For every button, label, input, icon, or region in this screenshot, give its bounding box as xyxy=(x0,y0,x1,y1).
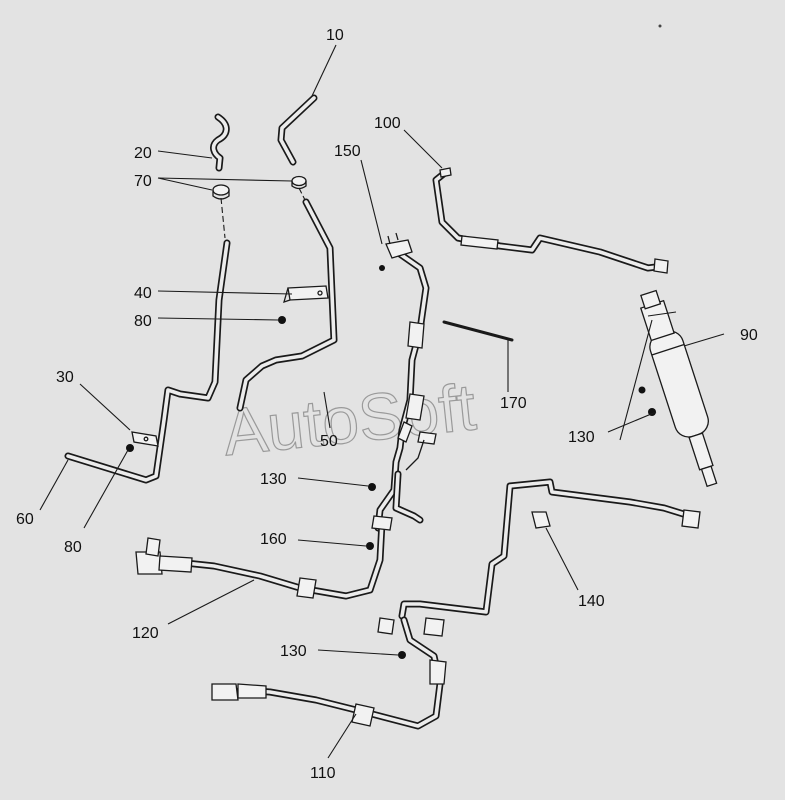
bolt-160 xyxy=(366,542,374,550)
fitting-110 xyxy=(211,683,239,701)
bracket-110 xyxy=(423,617,445,637)
sleeve-110 xyxy=(351,703,375,727)
centerline-left xyxy=(220,197,226,239)
hose-110 xyxy=(236,616,444,730)
callout-80-upper: 80 xyxy=(134,313,152,330)
sleeve-main-bottom xyxy=(371,515,393,531)
hose-20 xyxy=(210,113,230,172)
callout-170: 170 xyxy=(500,395,527,412)
speck xyxy=(658,24,662,28)
callout-60: 60 xyxy=(16,511,34,528)
bracket-30 xyxy=(131,431,159,447)
callout-160: 160 xyxy=(260,531,287,548)
crimp-110-top xyxy=(429,659,447,685)
callout-100: 100 xyxy=(374,115,401,132)
pipe-60 xyxy=(64,239,231,484)
pipe-50 xyxy=(236,198,338,412)
callout-40: 40 xyxy=(134,285,152,302)
crimp-110 xyxy=(237,683,267,699)
nut-80-upper xyxy=(278,316,286,324)
nut-130-lower xyxy=(398,651,406,659)
callout-80-lower: 80 xyxy=(64,539,82,556)
fitting-110-top xyxy=(377,617,395,635)
bracket-90 xyxy=(619,311,677,441)
callout-110: 110 xyxy=(310,765,336,782)
leader-lines xyxy=(39,44,725,759)
bolt-150 xyxy=(379,265,385,271)
watermark: AutoSoft xyxy=(220,369,480,469)
pipe-100 xyxy=(432,168,668,272)
crimp-120 xyxy=(158,555,193,573)
hose-10 xyxy=(277,94,318,166)
sleeves-main xyxy=(397,321,425,443)
callout-10: 10 xyxy=(326,27,344,44)
callout-140: 140 xyxy=(578,593,605,610)
pipe-lower-branch xyxy=(392,470,424,524)
callout-130-main: 130 xyxy=(260,471,287,488)
sleeve-100 xyxy=(460,235,499,250)
pipe-140 xyxy=(398,478,694,620)
clamp-70-left xyxy=(212,184,230,200)
flange-120 xyxy=(145,537,161,557)
callout-130-lower: 130 xyxy=(280,643,307,660)
receiver-drier-90 xyxy=(639,289,718,488)
callout-70: 70 xyxy=(134,173,152,190)
clamp-70-right xyxy=(291,175,307,190)
fitting-100-top xyxy=(439,167,452,178)
callout-150: 150 xyxy=(334,143,361,160)
callout-50: 50 xyxy=(320,433,338,450)
bracket-150 xyxy=(385,232,413,259)
callout-90: 90 xyxy=(740,327,758,344)
fitting-100 xyxy=(653,258,669,274)
callout-20: 20 xyxy=(134,145,152,162)
sleeve-120 xyxy=(296,577,317,599)
clip-140 xyxy=(531,511,551,529)
bracket-main-tee xyxy=(405,431,437,471)
nut-drier-upper xyxy=(638,386,646,394)
callout-130-drier: 130 xyxy=(568,429,595,446)
callout-30: 30 xyxy=(56,369,74,386)
bracket-40 xyxy=(283,285,329,304)
nut-130-main xyxy=(368,483,376,491)
fitting-140 xyxy=(681,509,701,529)
strip-170 xyxy=(442,320,514,342)
callout-120: 120 xyxy=(132,625,159,642)
